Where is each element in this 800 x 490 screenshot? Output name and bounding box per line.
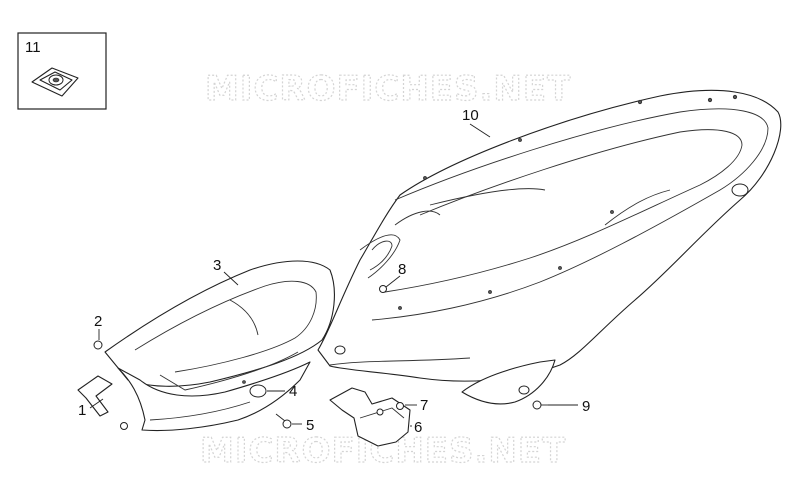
callout-5: 5 — [306, 417, 314, 434]
callout-7: 7 — [420, 397, 428, 414]
part-6-bracket — [329, 387, 411, 447]
part-lower-side-panel — [117, 361, 311, 432]
callout-4: 4 — [289, 383, 297, 400]
leader-lines — [89, 123, 578, 427]
callout-6: 6 — [414, 419, 422, 436]
clip-nut-icon — [31, 67, 79, 97]
part-5-screw — [275, 413, 292, 429]
inset-part-11: 11 — [17, 32, 107, 110]
callout-1: 1 — [78, 402, 86, 419]
part-3-cover — [104, 260, 335, 391]
screw-9 — [532, 400, 548, 410]
callout-9: 9 — [582, 398, 590, 415]
callout-8: 8 — [398, 261, 406, 278]
callout-11: 11 — [25, 39, 41, 56]
part-8-screw — [379, 285, 387, 293]
callout-10: 10 — [462, 107, 479, 124]
callout-3: 3 — [213, 257, 221, 274]
watermark-top: MICROFICHES.NET — [205, 69, 571, 109]
part-9-lower-panel — [461, 359, 556, 410]
part-7-screw — [396, 402, 404, 410]
part-10-rear-body — [317, 89, 782, 382]
part-1-bracket — [77, 375, 128, 430]
part-2-screw — [93, 340, 103, 350]
part-4-cap — [242, 380, 267, 398]
callout-2: 2 — [94, 313, 102, 330]
